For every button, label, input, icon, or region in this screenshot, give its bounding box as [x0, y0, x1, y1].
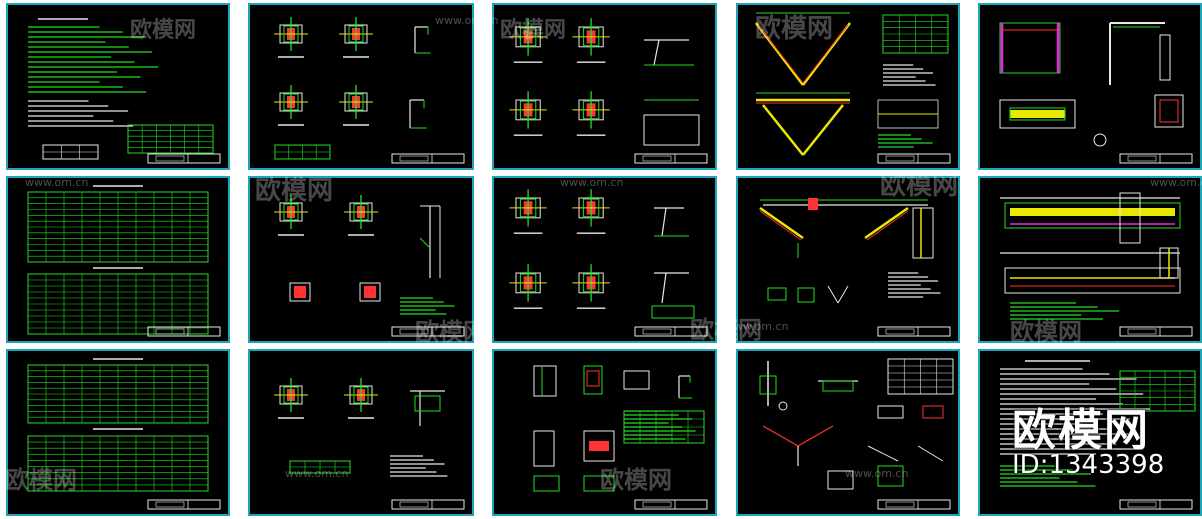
column-base-details-sheet-2 — [248, 176, 474, 343]
cad-linework — [27, 185, 221, 337]
cad-linework — [759, 198, 951, 337]
cad-linework — [274, 378, 465, 510]
cad-linework — [28, 18, 221, 164]
cad-linework — [274, 17, 465, 164]
cad-linework — [759, 358, 954, 510]
notes-and-table-sheet — [978, 349, 1202, 516]
cad-linework — [1000, 192, 1193, 337]
portal-frame-details-sheet — [978, 3, 1202, 170]
cad-linework — [755, 12, 951, 164]
beam-splice-details-sheet-2 — [492, 176, 717, 343]
cad-linework — [274, 195, 465, 337]
asset-id-label: ID:1343398 — [1012, 450, 1165, 480]
general-notes-sheet — [6, 3, 230, 170]
cad-linework — [509, 18, 708, 164]
schedule-table-sheet-1 — [6, 176, 230, 343]
cad-linework — [533, 365, 708, 510]
cad-linework — [509, 189, 708, 337]
cad-linework — [1000, 360, 1196, 510]
beam-elevation-sheet — [978, 176, 1202, 343]
brand-watermark-large: 欧模网 — [1012, 405, 1150, 456]
misc-details-sheet — [736, 349, 960, 516]
column-base-details-sheet-3 — [248, 349, 474, 516]
beam-splice-details-sheet-1 — [492, 3, 717, 170]
truss-elevation-sheet — [736, 3, 960, 170]
connection-details-sheet — [492, 349, 717, 516]
schedule-table-sheet-2 — [6, 349, 230, 516]
cad-linework — [27, 358, 221, 510]
truss-section-sheet — [736, 176, 960, 343]
column-base-details-sheet-1 — [248, 3, 474, 170]
cad-linework — [999, 22, 1193, 164]
